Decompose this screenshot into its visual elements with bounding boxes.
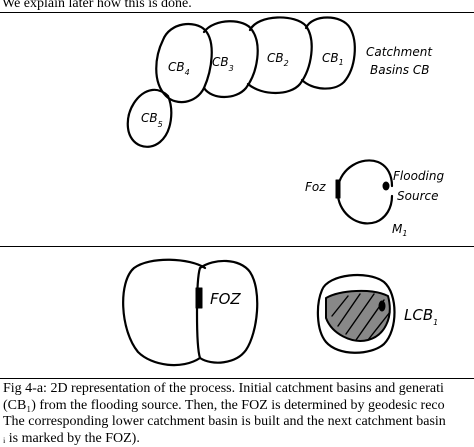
figure-caption: Fig 4-a: 2D representation of the proces… xyxy=(3,381,474,447)
basin-label-cb4: CB4 xyxy=(168,60,190,77)
catchment-basins-label-line1: Catchment xyxy=(366,45,433,59)
flooding-source-label-line1: Flooding xyxy=(393,169,444,183)
basin-outline-cb1 xyxy=(300,16,356,90)
flooding-zone-mark xyxy=(335,179,341,199)
flooding-source-mark xyxy=(382,181,390,191)
divider-top xyxy=(0,12,474,13)
foz-label-panel1: Foz xyxy=(305,180,326,194)
basin-outline-left xyxy=(122,258,207,367)
lcb-label: LCB1 xyxy=(404,306,438,327)
flooding-region-outline xyxy=(336,159,394,225)
preceding-text: We explain later how this is done. xyxy=(2,0,192,11)
divider-middle xyxy=(0,246,474,247)
caption-line-1: Fig 4-a: 2D representation of the proces… xyxy=(3,381,444,396)
basin-outline-cb3 xyxy=(202,20,259,99)
basin-outline-right xyxy=(195,259,259,364)
flooding-source-label-line2: Source xyxy=(397,189,438,203)
caption-line-3: The corresponding lower catchment basin … xyxy=(3,414,446,429)
lower-basin-outline xyxy=(316,274,396,354)
basin-label-cb5: CB5 xyxy=(141,111,163,129)
basin-label-cb2: CB2 xyxy=(267,51,289,68)
basin-label-cb1: CB1 xyxy=(322,51,344,67)
basin-outline-cb2 xyxy=(246,16,313,95)
lower-basin-source-mark xyxy=(378,300,386,312)
caption-line-4: ᵢ is marked by the FOZ). xyxy=(3,430,140,446)
caption-line-2: (CB₁) from the flooding source. Then, th… xyxy=(3,397,445,413)
foz-mark-panel2 xyxy=(195,287,203,309)
basin-label-cb3: CB3 xyxy=(212,55,234,73)
marker-label-m1: M1 xyxy=(392,222,407,238)
catchment-basins-label-line2: Basins CB xyxy=(370,63,429,77)
divider-caption xyxy=(0,378,474,379)
foz-label-panel2: FOZ xyxy=(210,290,241,308)
lower-basin-hatch-lines xyxy=(331,293,391,341)
sketch-panel-lower-basin xyxy=(95,247,474,378)
basin-outline-cb5 xyxy=(126,88,173,148)
